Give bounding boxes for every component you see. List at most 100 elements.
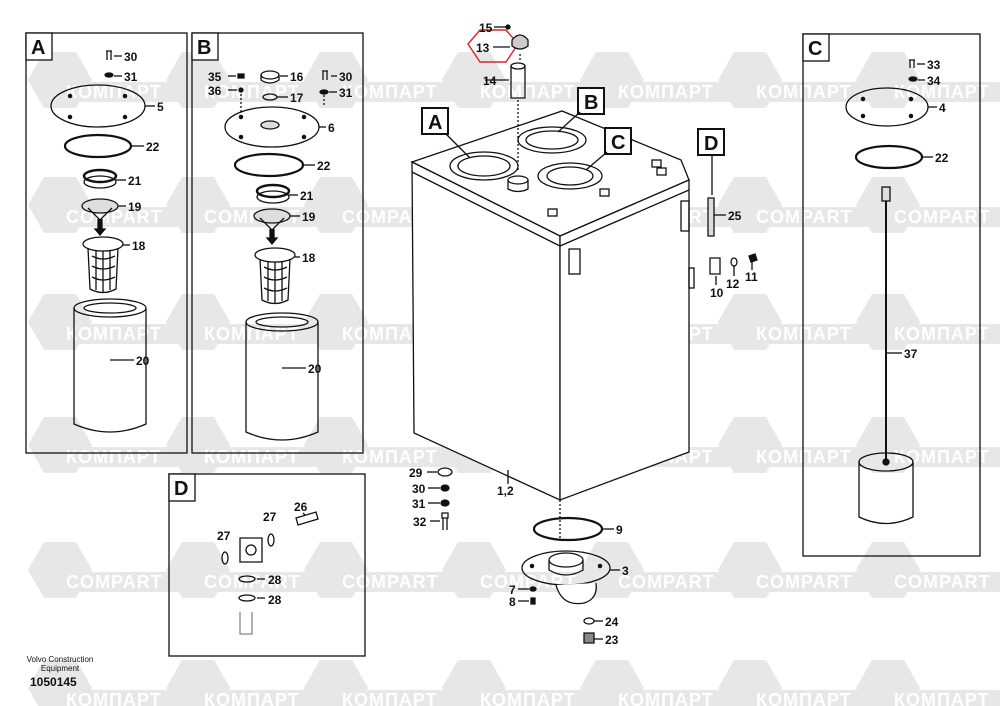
watermark-text: КОМПАРТ — [66, 690, 162, 706]
label-b-21: 21 — [300, 189, 314, 203]
label-32: 32 — [413, 515, 427, 529]
watermark-band — [336, 82, 456, 102]
watermark-band — [888, 324, 1000, 344]
clamp-block-icon — [239, 537, 263, 563]
label-d-26: 26 — [294, 500, 308, 514]
watermark-text: КОМПАРТ — [894, 324, 990, 344]
label-a-20: 20 — [136, 354, 150, 368]
watermark-text: COMPART — [66, 572, 163, 592]
label-a-5: 5 — [157, 100, 164, 114]
callout-b — [577, 87, 605, 115]
watermark-band — [750, 207, 870, 227]
label-b-16: 16 — [290, 70, 304, 84]
watermark-band — [60, 690, 180, 706]
watermark-text: КОМПАРТ — [204, 447, 300, 467]
label-c-4: 4 — [939, 101, 946, 115]
bolt-icon — [909, 59, 915, 68]
opening-c — [537, 162, 603, 190]
panel-c-letter-box — [802, 33, 830, 62]
bolt-icon — [441, 512, 449, 530]
watermark-band — [750, 82, 870, 102]
outlet-flange-icon — [521, 550, 611, 586]
valve-disc-icon — [253, 208, 291, 224]
label-a-21: 21 — [128, 174, 142, 188]
panel-a-letter: A — [31, 37, 45, 59]
label-8: 8 — [509, 595, 516, 609]
label-b-30: 30 — [339, 70, 353, 84]
tank-right-face — [559, 179, 690, 501]
washer-icon — [730, 257, 738, 267]
level-sender-icon — [881, 186, 891, 202]
label-a-19: 19 — [128, 200, 142, 214]
watermark-text: КОМПАРТ — [618, 690, 714, 706]
filter-cartridge-icon — [245, 312, 319, 332]
watermark-text: КОМПАРТ — [894, 447, 990, 467]
label-d-27b: 27 — [263, 510, 277, 524]
label-b-20: 20 — [308, 362, 322, 376]
watermark-band — [336, 690, 456, 706]
watermark-band — [198, 690, 318, 706]
breather-cap-icon — [511, 34, 529, 50]
watermark-band — [198, 447, 318, 467]
gasket-ring-icon — [532, 516, 604, 542]
panel-d: D 26 27 27 28 28 — [168, 473, 366, 657]
label-a-22: 22 — [146, 140, 160, 154]
callout-a-letter: A — [428, 112, 442, 134]
watermark-band — [888, 690, 1000, 706]
label-d-28b: 28 — [268, 593, 282, 607]
callout-c-letter: C — [611, 132, 625, 154]
watermark-text: COMPART — [756, 207, 853, 227]
hydraulic-tank: 14 15 13 A B C D — [410, 21, 725, 540]
label-a-30: 30 — [124, 50, 138, 64]
label-9: 9 — [616, 523, 623, 537]
o-ring-icon — [583, 617, 595, 625]
panel-c-letter: C — [808, 38, 822, 60]
filter-cartridge-icon — [73, 298, 147, 318]
washer-icon — [104, 72, 114, 78]
cap-icon — [260, 70, 280, 80]
spring-clip-icon — [255, 183, 291, 199]
label-a-31: 31 — [124, 70, 138, 84]
watermark-text: КОМПАРТ — [66, 82, 162, 102]
watermark-band — [612, 82, 732, 102]
bracket-icon — [680, 200, 690, 232]
panel-a-frame — [25, 32, 188, 454]
screw-icon — [748, 253, 758, 263]
hose-stub-icon — [239, 612, 253, 635]
label-b-17: 17 — [290, 91, 304, 105]
watermark-text: COMPART — [894, 207, 991, 227]
spring-clip-icon — [82, 168, 118, 184]
o-ring-icon — [262, 93, 278, 101]
washer-icon — [529, 586, 537, 592]
watermark-band — [888, 82, 1000, 102]
label-c-33: 33 — [927, 58, 941, 72]
panel-b-letter-box — [191, 32, 219, 61]
label-c-37: 37 — [904, 347, 918, 361]
watermark-band — [60, 572, 180, 592]
watermark-text: КОМПАРТ — [204, 324, 300, 344]
panel-d-frame — [168, 473, 366, 657]
o-ring-icon — [267, 533, 275, 547]
gasket-ring-icon — [63, 133, 133, 159]
label-15: 15 — [479, 21, 493, 35]
elbow-icon — [555, 582, 597, 605]
label-b-31: 31 — [339, 86, 353, 100]
watermark-text: КОМПАРТ — [66, 324, 162, 344]
callout-a — [421, 107, 449, 135]
panel-a-letter-box — [25, 32, 53, 61]
drain-plug-icon — [583, 632, 595, 644]
callout-b-letter: B — [584, 92, 598, 114]
panel-b-letter: B — [197, 37, 211, 59]
filler-tube-icon — [510, 66, 526, 99]
label-29: 29 — [409, 466, 423, 480]
label-24: 24 — [605, 615, 619, 629]
bolt-icon — [106, 50, 112, 60]
watermark-text: COMPART — [618, 572, 715, 592]
label-14: 14 — [483, 74, 497, 88]
label-1-2: 1,2 — [497, 484, 514, 498]
label-11: 11 — [745, 270, 758, 284]
label-b-22: 22 — [317, 159, 331, 173]
watermark-band — [60, 82, 180, 102]
